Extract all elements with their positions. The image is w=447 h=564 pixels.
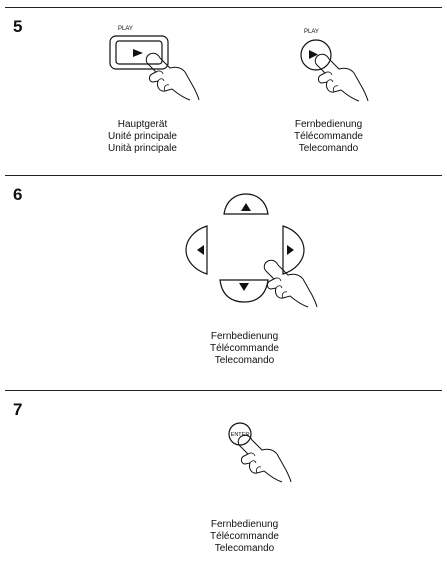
- cursor-up-button: [223, 193, 269, 215]
- cursor-left-button: [185, 225, 208, 275]
- enter-button: [228, 422, 252, 446]
- caption-line: Unità principale: [108, 143, 177, 154]
- remote-play-label: PLAY: [304, 29, 319, 35]
- caption-line: Hauptgerät: [117, 119, 168, 130]
- step-number: 5: [13, 17, 23, 36]
- caption-line: Fernbedienung: [210, 519, 279, 530]
- section-divider: [5, 7, 442, 8]
- play-button-icon: [133, 49, 143, 57]
- caption-line: Telecomando: [214, 543, 275, 554]
- caption-line: Telecomando: [298, 143, 359, 154]
- cursor-right-icon: [287, 245, 294, 255]
- section-divider: [5, 175, 442, 176]
- cursor-left-icon: [197, 245, 204, 255]
- caption-line: Fernbedienung: [294, 119, 363, 130]
- caption-line: Telecomando: [214, 355, 275, 366]
- enter-button-label: ENTER: [231, 432, 250, 438]
- cursor-down-icon: [239, 283, 249, 291]
- caption-line: Télécommande: [210, 343, 279, 354]
- caption-line: Télécommande: [210, 531, 279, 542]
- caption-remote: Fernbedienung Télécommande Telecomando: [192, 331, 297, 367]
- caption-line: Fernbedienung: [210, 331, 279, 342]
- caption-remote: Fernbedienung Télécommande Telecomando: [192, 519, 297, 555]
- step-number: 6: [13, 185, 23, 204]
- step-number: 7: [13, 400, 23, 419]
- cursor-down-button: [219, 279, 269, 303]
- main-unit-play-label: PLAY: [118, 26, 133, 32]
- caption-line: Télécommande: [294, 131, 363, 142]
- cursor-up-icon: [241, 203, 251, 211]
- section-divider: [5, 390, 442, 391]
- caption-main-unit: Hauptgerät Unité principale Unità princi…: [90, 119, 195, 155]
- caption-remote: Fernbedienung Télécommande Telecomando: [276, 119, 381, 155]
- cursor-right-button: [282, 225, 305, 275]
- caption-line: Unité principale: [108, 131, 177, 142]
- play-button-icon: [309, 50, 318, 59]
